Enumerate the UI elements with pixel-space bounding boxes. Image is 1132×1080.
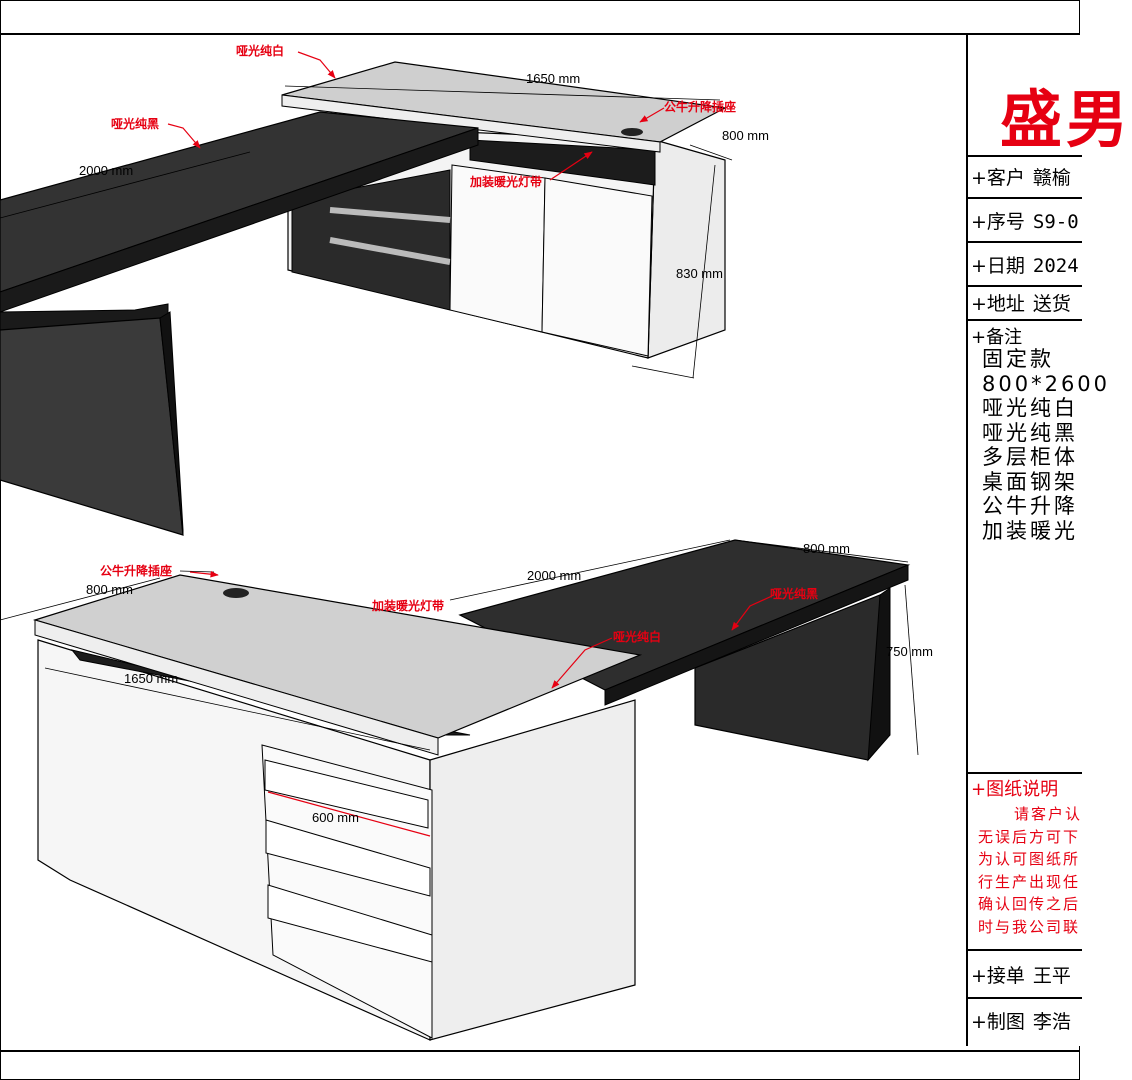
- legend-line: 请客户认: [1014, 805, 1083, 823]
- title-block: 盛男 +客户赣榆 +序号 S9-0 +日期 2024 +地址送货 +备注 固定款 8…: [966, 35, 1128, 1046]
- bottom-label-light: 加装暖光灯带: [371, 598, 444, 613]
- note-line: 哑光纯白: [982, 396, 1078, 420]
- customer-label: +客户: [971, 167, 1025, 189]
- legend-line: 时与我公司联: [978, 917, 1081, 936]
- note-line: 800*2600: [982, 371, 1111, 396]
- legend-line: 行生产出现任: [978, 872, 1081, 891]
- legend-line: 确认回传之后: [978, 895, 1081, 913]
- serial-label: +序号: [971, 211, 1025, 233]
- legend-line: 无误后方可下: [978, 827, 1081, 846]
- top-dim-cabinet-length: 1650 mm: [526, 71, 580, 86]
- logo-cell: 盛男: [968, 35, 1128, 157]
- legend-divider: [968, 771, 1082, 774]
- serial-row: +序号 S9-0: [968, 199, 1082, 243]
- drafter-value: 李浩: [1032, 1011, 1071, 1033]
- bottom-dim-drawer-width: 600 mm: [312, 810, 359, 825]
- date-value: 2024: [1032, 255, 1079, 277]
- top-label-white: 哑光纯白: [236, 43, 284, 58]
- bottom-desk-view: 公牛升降插座 加装暖光灯带 哑光纯黑 哑光纯白 800 mm 2000 mm 8…: [0, 539, 933, 1041]
- note-line: 加装暖光: [982, 518, 1078, 543]
- drafter-row: +制图李浩: [968, 997, 1082, 1045]
- customer-value: 赣榆: [1032, 167, 1071, 189]
- note-line: 桌面钢架: [982, 469, 1078, 494]
- note-line: 固定款: [982, 347, 1054, 371]
- top-label-light: 加装暖光灯带: [469, 174, 542, 189]
- desk-drawing: 哑光纯白 哑光纯黑 公牛升降插座 加装暖光灯带 1650 mm 2000 mm …: [0, 43, 933, 1041]
- note-line: 哑光纯黑: [982, 420, 1078, 445]
- legend-line: 为认可图纸所: [978, 850, 1081, 868]
- note-line: 公牛升降: [982, 494, 1078, 518]
- notes-label: +备注: [971, 327, 1023, 348]
- top-dim-desk-length: 2000 mm: [79, 163, 133, 178]
- bottom-dim-desk-length: 2000 mm: [527, 568, 581, 583]
- company-logo: 盛男: [1000, 83, 1132, 156]
- bottom-dim-height: 750 mm: [886, 644, 933, 659]
- legend-text: 请客户认 无误后方可下 为认可图纸所 行生产出现任 确认回传之后 时与我公司联: [978, 803, 1082, 938]
- date-label: +日期: [971, 255, 1025, 277]
- note-line: 多层柜体: [982, 445, 1078, 469]
- top-label-socket: 公牛升降插座: [664, 99, 736, 114]
- legend-label: +图纸说明: [971, 779, 1059, 800]
- drawing-frame: [0, 33, 1080, 1052]
- top-label-black: 哑光纯黑: [111, 116, 159, 131]
- address-label: +地址: [971, 293, 1025, 315]
- bottom-label-black: 哑光纯黑: [770, 586, 818, 601]
- bottom-dim-depth-left: 800 mm: [86, 582, 133, 597]
- address-row: +地址送货: [968, 287, 1082, 321]
- customer-row: +客户赣榆: [968, 155, 1082, 199]
- date-row: +日期 2024: [968, 243, 1082, 287]
- top-dim-depth: 800 mm: [722, 128, 769, 143]
- top-dim-height: 830 mm: [676, 266, 723, 281]
- address-value: 送货: [1032, 293, 1071, 315]
- serial-value: S9-0: [1032, 211, 1079, 233]
- bottom-label-socket: 公牛升降插座: [100, 563, 172, 578]
- order-row: +接单王平: [968, 949, 1082, 999]
- order-label: +接单: [971, 965, 1025, 987]
- order-value: 王平: [1032, 965, 1071, 987]
- notes-list: 固定款 800*2600 哑光纯白 哑光纯黑 多层柜体 桌面钢架 公牛升降 加装…: [982, 347, 1110, 543]
- top-desk-view: 哑光纯白 哑光纯黑 公牛升降插座 加装暖光灯带 1650 mm 2000 mm …: [0, 43, 769, 536]
- drafter-label: +制图: [971, 1011, 1025, 1033]
- bottom-dim-depth-right: 800 mm: [803, 541, 850, 556]
- bottom-dim-cabinet-length: 1650 mm: [124, 671, 178, 686]
- bottom-label-white: 哑光纯白: [613, 629, 661, 644]
